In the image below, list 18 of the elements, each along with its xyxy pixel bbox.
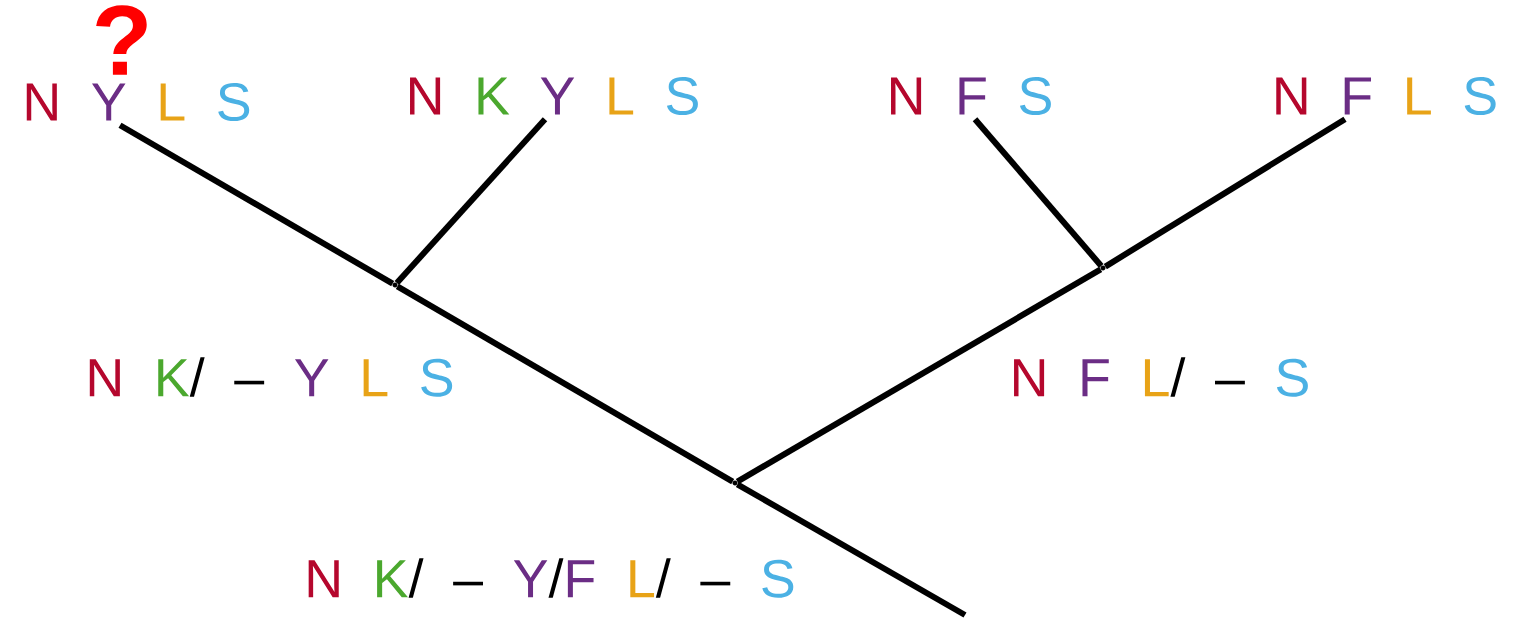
branch-line — [395, 283, 735, 485]
sequence-label: N K Y L S — [410, 76, 698, 116]
branch-line — [735, 266, 1103, 485]
branch-point — [1100, 265, 1106, 271]
sequence-label: N Y L S — [26, 82, 250, 122]
branch-line — [394, 117, 548, 285]
branch-line — [972, 117, 1104, 268]
branch-point — [732, 480, 738, 486]
sequence-label: N F S — [891, 76, 1051, 116]
sequence-label: N F L S — [1276, 76, 1496, 116]
question-mark: ? — [96, 5, 147, 75]
ancestor-label: N K/ – Y L S — [89, 357, 453, 397]
ancestor-label: N K/ – Y/F L/ – S — [308, 558, 794, 598]
branch-point — [392, 282, 398, 288]
branch-line — [735, 481, 967, 618]
branch-line — [118, 122, 395, 287]
branch-line — [1103, 116, 1347, 270]
ancestor-label: N F L/ – S — [1014, 357, 1308, 397]
